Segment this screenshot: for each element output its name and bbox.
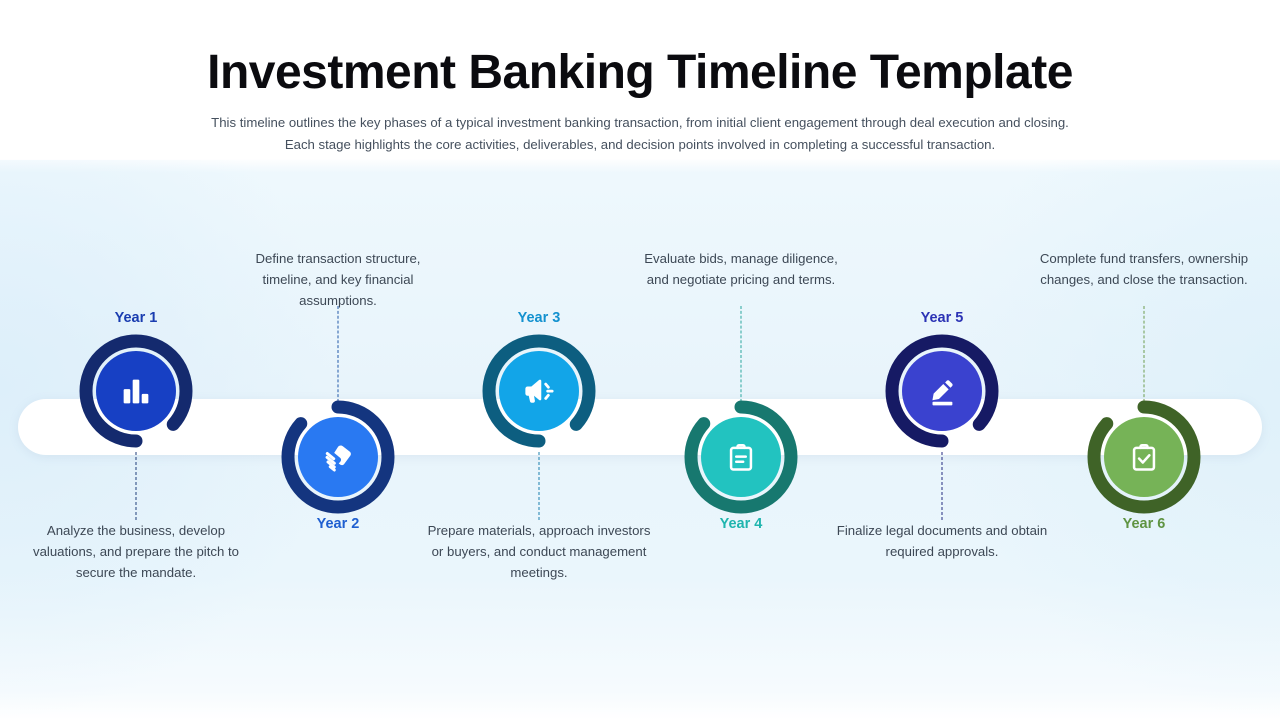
milestone-icon-circle[interactable] (701, 417, 781, 497)
page-subtitle-line-2: Each stage highlights the core activitie… (284, 136, 996, 152)
milestone-connector-line (941, 452, 943, 520)
milestone-ring (885, 334, 999, 448)
pen-sign-icon (932, 380, 953, 406)
handshake-icon (325, 445, 351, 472)
milestone-icon-circle[interactable] (1104, 417, 1184, 497)
milestone-marker[interactable] (482, 334, 596, 448)
milestone-year-label: Year 4 (719, 516, 763, 532)
milestone-connector-line (135, 452, 137, 520)
milestone-year-label: Year 2 (316, 516, 360, 532)
clipboard-icon (729, 444, 753, 471)
milestone-marker[interactable] (684, 400, 798, 514)
milestone-description: Define transaction structure, timeline, … (255, 251, 421, 308)
milestone-marker[interactable] (885, 334, 999, 448)
milestone-year-label: Year 5 (920, 310, 964, 326)
timeline-track (18, 399, 1262, 455)
milestone-ring (79, 334, 193, 448)
clipboard-check-icon (1132, 444, 1156, 471)
milestone-icon-circle[interactable] (499, 351, 579, 431)
milestone-description: Evaluate bids, manage diligence, and neg… (644, 251, 838, 287)
page-title: Investment Banking Timeline Template (207, 46, 1073, 99)
header: Investment Banking Timeline Template Thi… (0, 0, 1280, 155)
page-subtitle: This timeline outlines the key phases of… (135, 112, 1145, 155)
milestone-marker[interactable] (281, 400, 395, 514)
milestone-description: Prepare materials, approach investors or… (427, 523, 651, 580)
milestone-marker[interactable] (1087, 400, 1201, 514)
milestone-marker[interactable] (79, 334, 193, 448)
megaphone-icon (525, 379, 554, 403)
milestone-year-label: Year 6 (1122, 516, 1166, 532)
bar-chart-icon (123, 379, 149, 404)
milestone-icon-circle[interactable] (96, 351, 176, 431)
milestone-connector-line (740, 306, 742, 402)
milestone-ring (1087, 400, 1201, 514)
milestone-description: Complete fund transfers, ownership chang… (1039, 251, 1249, 287)
milestone-year-label: Year 1 (114, 310, 158, 326)
milestone-ring (684, 400, 798, 514)
milestone-ring (482, 334, 596, 448)
page-subtitle-line-1: This timeline outlines the key phases of… (211, 115, 1069, 131)
milestone-icon-circle[interactable] (902, 351, 982, 431)
milestone-connector-line (337, 306, 339, 402)
milestone-icon-circle[interactable] (298, 417, 378, 497)
milestone-connector-line (1143, 306, 1145, 402)
milestone-description: Analyze the business, develop valuations… (32, 523, 239, 580)
milestone-ring (281, 400, 395, 514)
milestone-connector-line (538, 452, 540, 520)
milestone-description: Finalize legal documents and obtain requ… (836, 523, 1048, 559)
milestone-year-label: Year 3 (517, 310, 561, 326)
